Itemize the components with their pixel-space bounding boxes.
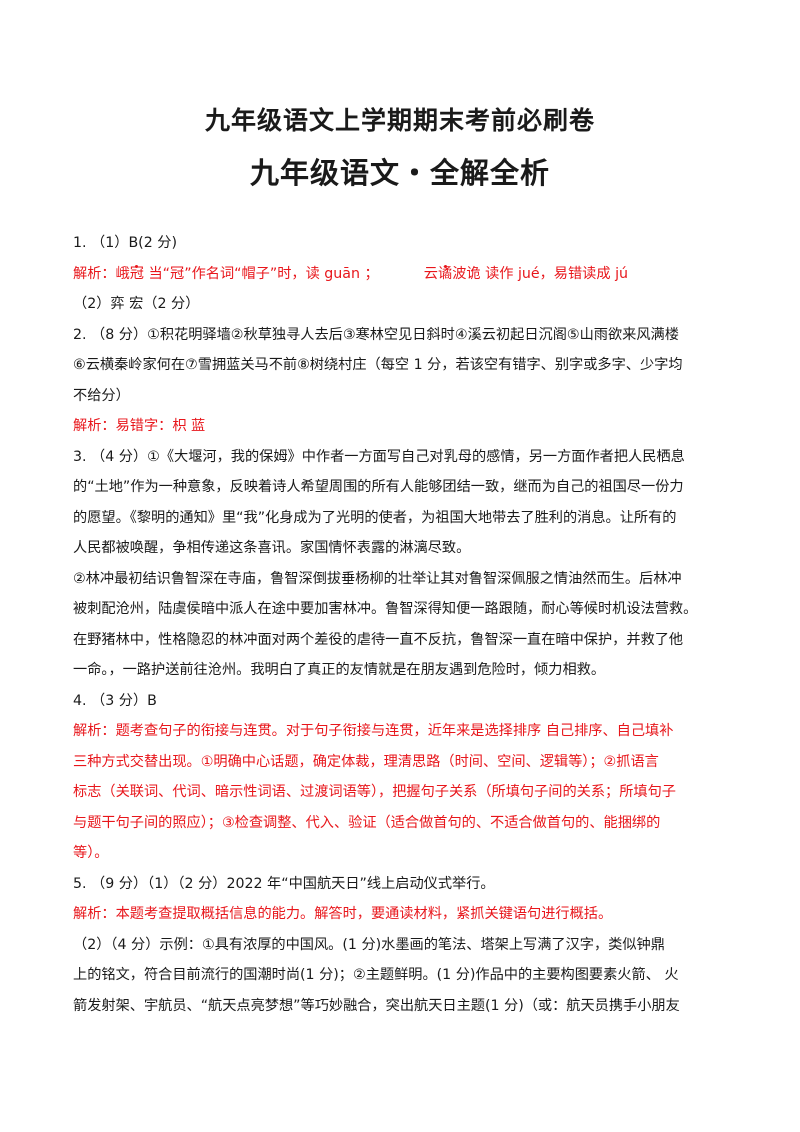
q3-line: 人民都被唤醒，争相传递这条喜讯。家国情怀表露的淋漓尽致。	[73, 540, 471, 556]
q4-analysis: 等）。	[73, 845, 109, 861]
q5-line: （2）（4 分）示例：①具有浓厚的中国风。(1 分)水墨画的笔法、塔架上写满了汉…	[73, 936, 665, 953]
q5-analysis: 解析：本题考查提取概括信息的能力。解答时，要通读材料，紧抓关键语句进行概括。	[73, 906, 613, 922]
analysis-label: 解析：	[73, 265, 116, 282]
q3-line: 被刺配沧州，陆虞侯暗中派人在途中要加害林冲。鲁智深得知便一路跟随，耐心等候时机设…	[73, 601, 698, 617]
q1-part2: （2）弈 宏（2 分）	[73, 296, 200, 312]
emphasis-dot-char: 冠	[129, 265, 144, 282]
q3-line: 的愿望。《黎明的通知》里“我”化身成为了光明的使者，为祖国大地带去了胜利的消息。…	[73, 509, 677, 526]
q2-line: 不给分）	[73, 387, 130, 404]
answer-body: 1. （1）B(2 分) 解析：峨冠 当“冠”作名词“帽子”时，读 guān ；…	[73, 228, 733, 1021]
q5-line: 上的铭文，符合目前流行的国潮时尚(1 分)；②主题鲜明。(1 分)作品中的主要构…	[73, 967, 679, 983]
q1-answer: 1. （1）B(2 分)	[73, 235, 177, 251]
q2-line: 2. （8 分）①积花明驿墙②秋草独寻人去后③寒林空见日斜时④溪云初起日沉阁⑤山…	[73, 326, 679, 343]
q1-analysis: 解析：峨冠 当“冠”作名词“帽子”时，读 guān ； 云谲波诡 读作 jué，…	[73, 265, 629, 282]
page-title: 九年级语文上学期期末考前必刷卷	[204, 106, 595, 135]
q4-analysis: 标志（关联词、代词、暗示性词语、过渡词语等），把握句子关系（所填句子间的关系；所…	[73, 784, 676, 800]
q5-line: 箭发射架、宇航员、“航天点亮梦想”等巧妙融合，突出航天日主题(1 分)（或：航天…	[73, 997, 680, 1014]
q3-line: 的“土地”作为一种意象，反映着诗人希望周围的所有人能够团结一致，继而为自己的祖国…	[73, 479, 684, 495]
emphasis-dot-char: 谲	[437, 265, 453, 282]
q3-line: ②林冲最初结识鲁智深在寺庙，鲁智深倒拔垂杨柳的壮举让其对鲁智深佩服之情油然而生。…	[73, 570, 682, 587]
q5-line: 5. （9 分）（1）（2 分）2022 年“中国航天日”线上启动仪式举行。	[73, 875, 495, 892]
page-subtitle: 九年级语文・全解全析	[249, 156, 550, 190]
q3-line: 一命。，一路护送前往沧州。我明白了真正的友情就是在朋友遇到危险时，倾力相救。	[73, 662, 606, 678]
q4-analysis: 解析：题考查句子的衔接与连贯。对于句子衔接与连贯，近年来是选择排序 自己排序、自…	[73, 723, 674, 739]
q2-analysis: 解析：易错字：枳 蓝	[73, 418, 206, 434]
q2-line: ⑥云横秦岭家何在⑦雪拥蓝关马不前⑧树绕村庄（每空 1 分，若该空有错字、别字或多…	[73, 357, 683, 373]
q4-answer: 4. （3 分）B	[73, 692, 157, 709]
q3-line: 在野猪林中，性格隐忍的林冲面对两个差役的虐待一直不反抗，鲁智深一直在暗中保护，并…	[73, 631, 684, 648]
q4-analysis: 三种方式交替出现。①明确中心话题，确定体裁，理清思路（时间、空间、逻辑等）；②抓…	[73, 753, 659, 770]
q3-line: 3. （4 分）①《大堰河，我的保姆》中作者一方面写自己对乳母的感情，另一方面作…	[73, 448, 685, 465]
q4-analysis: 与题干句子间的照应）；③检查调整、代入、验证（适合做首句的、不适合做首句的、能捆…	[73, 814, 661, 831]
